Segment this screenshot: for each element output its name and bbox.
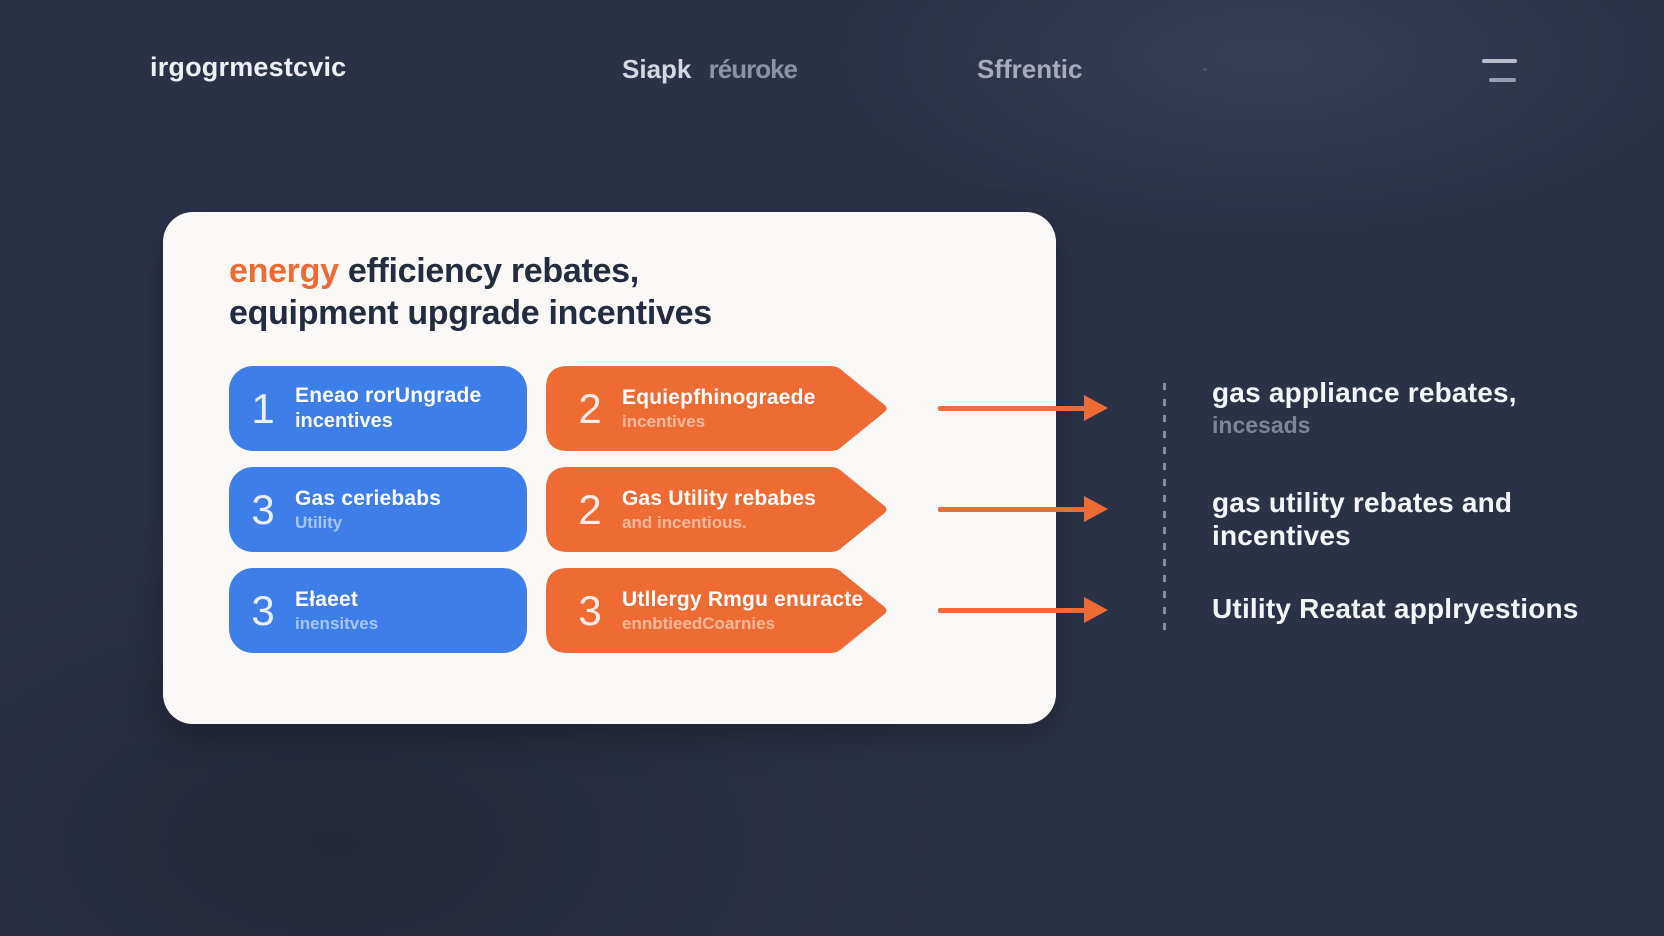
card-title-line1: energy efficiency rebates,: [229, 250, 712, 292]
arrow-right-icon: [938, 597, 1108, 623]
card-title-line2: equipment upgrade incentives: [229, 294, 712, 332]
step-sublabel: and incentious.: [622, 512, 747, 532]
step-label: Ełaeet: [295, 587, 359, 611]
outcome-text: Utility Reatat applryestions: [1212, 593, 1579, 624]
nav-item-right[interactable]: Sffrentic: [977, 54, 1083, 84]
nav-center-secondary: réuroke: [708, 54, 798, 84]
menu-bar-top: [1482, 59, 1517, 63]
step-label: Gas ceriebabs: [295, 486, 442, 510]
step-row-1: 1 Eneao rorUngrade incentives 2 Equiepfh…: [163, 366, 1056, 451]
nav-center-primary: Siapk: [622, 54, 692, 84]
outcome-item-1: gas appliance rebates, incesads: [1212, 376, 1517, 439]
step-number: 2: [578, 485, 602, 533]
step-label: Gas Utility rebabes: [622, 486, 817, 510]
arrow-right-icon: [938, 395, 1108, 421]
step-row-2: 3 Gas ceriebabs Utility 2 Gas Utility re…: [163, 467, 1056, 552]
outcome-subtext: incesads: [1212, 412, 1311, 438]
arrow-head: [1084, 597, 1108, 623]
card-title-rest: efficiency rebates,: [338, 252, 639, 290]
outcome-text: incentives: [1212, 520, 1351, 551]
step-label: Equiepfhinograede: [622, 385, 816, 409]
card-title: energy efficiency rebates, equipment upg…: [229, 250, 712, 334]
step-box-orange-1: 2 Equiepfhinograede incentives: [546, 366, 889, 451]
step-label: Eneao rorUngrade: [295, 384, 482, 407]
step-number: 3: [251, 586, 275, 634]
outcome-item-2: gas utility rebates and incentives: [1212, 486, 1512, 552]
step-number: 3: [251, 485, 275, 533]
hamburger-menu-icon[interactable]: [1480, 56, 1518, 84]
step-number: 3: [578, 586, 602, 634]
dashed-divider-line: [1163, 383, 1166, 636]
menu-bar-bottom: [1489, 78, 1516, 82]
step-number: 1: [251, 384, 275, 432]
arrow-shaft: [938, 608, 1086, 613]
arrow-shaft: [938, 406, 1086, 411]
arrow-right-icon: [938, 496, 1108, 522]
step-box-orange-2: 2 Gas Utility rebabes and incentious.: [546, 467, 889, 552]
outcome-text: gas utility rebates and: [1212, 487, 1513, 518]
step-row-3: 3 Ełaeet inensitves 3 Utllergy Rmgu enur…: [163, 568, 1056, 653]
arrow-head: [1084, 395, 1108, 421]
step-sublabel: incentives: [622, 411, 706, 431]
card-title-accent: energy: [229, 252, 339, 290]
step-sublabel: incentives: [295, 410, 393, 432]
arrow-head: [1084, 496, 1108, 522]
background-speck: [1203, 68, 1207, 71]
arrow-box-shape: [546, 467, 887, 552]
arrow-box-shape: [546, 568, 887, 653]
step-label: Utllergy Rmgu enuracte: [622, 587, 864, 611]
outcome-item-3: Utility Reatat applryestions: [1212, 592, 1579, 625]
nav-item-center[interactable]: Siapk réuroke: [622, 54, 798, 85]
step-sublabel: ennbtieedCoarnies: [622, 613, 776, 633]
outcome-text: gas appliance rebates,: [1212, 377, 1517, 408]
arrow-box-shape: [546, 366, 887, 451]
step-box-blue-1: 1 Eneao rorUngrade incentives: [229, 366, 527, 451]
step-sublabel: inensitves: [295, 613, 379, 633]
step-rows: 1 Eneao rorUngrade incentives 2 Equiepfh…: [163, 212, 1056, 724]
logo-text[interactable]: irgogrmestcvic: [150, 52, 347, 82]
step-box-blue-2: 3 Gas ceriebabs Utility: [229, 467, 527, 552]
step-sublabel: Utility: [295, 512, 343, 532]
step-number: 2: [578, 384, 602, 432]
step-box-blue-3: 3 Ełaeet inensitves: [229, 568, 527, 653]
main-card: energy efficiency rebates, equipment upg…: [163, 212, 1056, 724]
step-box-orange-3: 3 Utllergy Rmgu enuracte ennbtieedCoarni…: [546, 568, 889, 653]
arrow-shaft: [938, 507, 1086, 512]
